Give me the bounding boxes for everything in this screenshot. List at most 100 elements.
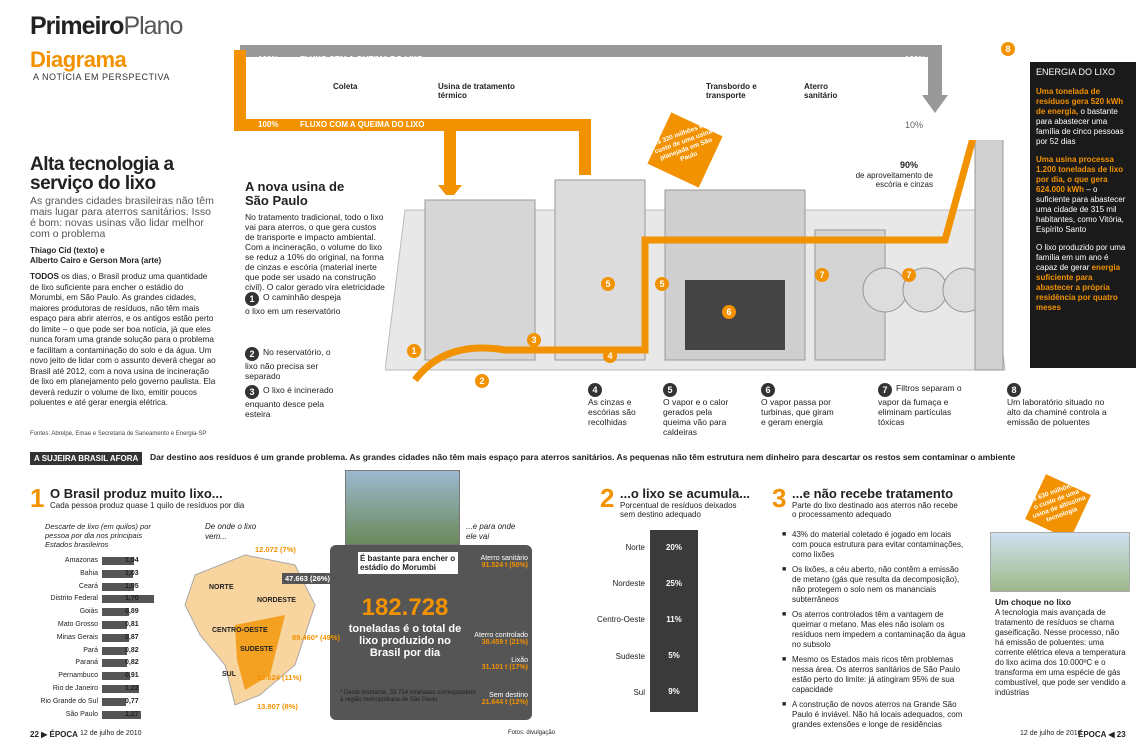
region-2: CENTRO-OESTE [212,627,268,634]
footer-left-date: 12 de julho de 2010 [80,730,142,737]
brasil-title: O Brasil produz muito lixo... [50,486,223,501]
marker-1: 1 [407,344,421,358]
flow-diagram [234,45,948,195]
plant-photo [990,532,1130,592]
acumula-val-1: 25% [650,566,698,604]
state-label: Amazonas [64,557,98,564]
flow-step-1: Usina de tratamento térmico [438,82,515,100]
tratamento-b4: Mesmo os Estados mais ricos têm problema… [782,655,967,695]
flow-step-3: Aterro sanitário [804,82,838,100]
state-bar [102,582,135,591]
usina-text: No tratamento tradicional, todo o lixo v… [245,212,385,292]
marker-5a: 5 [601,277,615,291]
state-value: 0,91 [125,672,139,680]
cost-badge-320 [647,112,723,188]
footer-photo: Fotos: divulgação [508,730,556,736]
energia-title: ENERGIA DO LIXO [1036,67,1116,77]
acumula-region-4: Sul [633,688,645,697]
state-value: 1,03 [125,569,139,577]
plant-illustration [385,140,1006,383]
energia-p3: O lixo produzido por uma família em um a… [1036,243,1126,312]
headline: Alta tecnologia a serviço do lixo [30,154,174,194]
acumula-title: ...o lixo se acumula... [620,486,751,501]
acumula-region-3: Sudeste [615,652,645,661]
state-label: São Paulo [65,710,98,718]
state-label: Goiás [79,608,98,616]
flow-pct-c: 100% [258,120,279,129]
marker-7a: 7 [815,268,829,282]
total-box [330,545,532,720]
region-0: NORTE [209,584,234,591]
byline-2: Alberto Cairo e Gerson Mora (arte) [30,256,162,265]
state-label: Paraná [75,659,98,667]
big-text: toneladas é o total de lixo produzido no… [348,623,462,659]
brasil-num: 1 [30,483,45,513]
kicker-sub: A NOTÍCIA EM PERSPECTIVA [33,72,170,82]
stadium-photo [345,470,460,545]
state-label: Minas Gerais [56,633,98,641]
section-title: PrimeiroPlano [30,12,183,40]
region-1: NORDESTE [257,597,296,604]
flow-pct-a: 100% [258,55,279,64]
state-bar [102,672,130,681]
state-value: 1,05 [125,582,139,590]
state-bar [102,595,154,604]
state-bar [102,710,141,719]
acumula-region-1: Nordeste [612,579,645,588]
acumula-val-2: 11% [650,602,698,640]
tratamento-sub: Parte do lixo destinado aos aterros não … [792,501,958,519]
state-label: Ceará [78,582,98,590]
state-bar [102,557,134,565]
tratamento-b1: 43% do material coletado é jogado em loc… [782,530,967,560]
reg-val-3: 10.624 (11%) [257,673,302,682]
marker-3: 3 [527,333,541,347]
to-label: ...e para onde ele vai [466,522,516,541]
energia-p1: Uma tonelada de resíduos gera 520 kWh de… [1036,87,1124,146]
usina-title: A nova usina de São Paulo [245,179,345,208]
region-4: SUL [222,671,236,678]
state-value: 1,04 [125,557,139,564]
state-bar [102,569,134,578]
byline-1: Thiago Cid (texto) e [30,246,105,255]
flow-step-0: Coleta [333,82,358,91]
reg-val-2: 89.460* (49%) [292,633,340,642]
footer-right: ÉPOCA ◀ 23 [1078,730,1126,739]
marker-6: 6 [722,305,736,319]
state-label: Rio de Janeiro [52,685,98,692]
state-value: 0,77 [125,697,139,705]
marker-2: 2 [475,374,489,388]
marker-4: 4 [603,349,617,363]
state-label: Distrito Federal [50,595,98,603]
state-value: 0,81 [125,621,139,628]
cost-badge-630 [1025,474,1091,540]
tratamento-b3: Os aterros controlados têm a vantagem de… [782,610,967,650]
deck: As grandes cidades brasileiras não têm m… [30,195,214,240]
tratamento-num: 3 [772,483,787,513]
state-value: 0,87 [125,633,139,641]
flow-step-2: Transbordo e transporte [706,82,757,100]
brasil-sub: Cada pessoa produz quase 1 quilo de resí… [50,501,245,510]
state-bar [102,621,127,629]
state-value: 1,70 [125,595,139,603]
state-bar [102,646,128,655]
body-text: TODOS os dias, o Brasil produz uma quant… [30,272,216,407]
state-label: Pernambuco [58,672,98,680]
tratamento-b2: Os lixões, a céu aberto, não contêm a em… [782,565,967,605]
footer-right-date: 12 de julho de 2010 [1020,730,1082,737]
state-value: 0,89 [125,608,139,616]
flow-bottom-label: FLUXO COM A QUEIMA DO LIXO [300,120,425,129]
state-value: 0,82 [125,659,139,667]
reg-val-1: 47.663 (26%) [282,573,334,584]
choque-text: A tecnologia mais avançada de tratamento… [995,608,1126,697]
stadium-caption: É bastante para encher o estádio do Moru… [358,552,458,574]
state-bar [102,608,130,617]
state-label: Rio Grande do Sul [40,697,98,705]
acumula-val-0: 20% [650,530,698,568]
